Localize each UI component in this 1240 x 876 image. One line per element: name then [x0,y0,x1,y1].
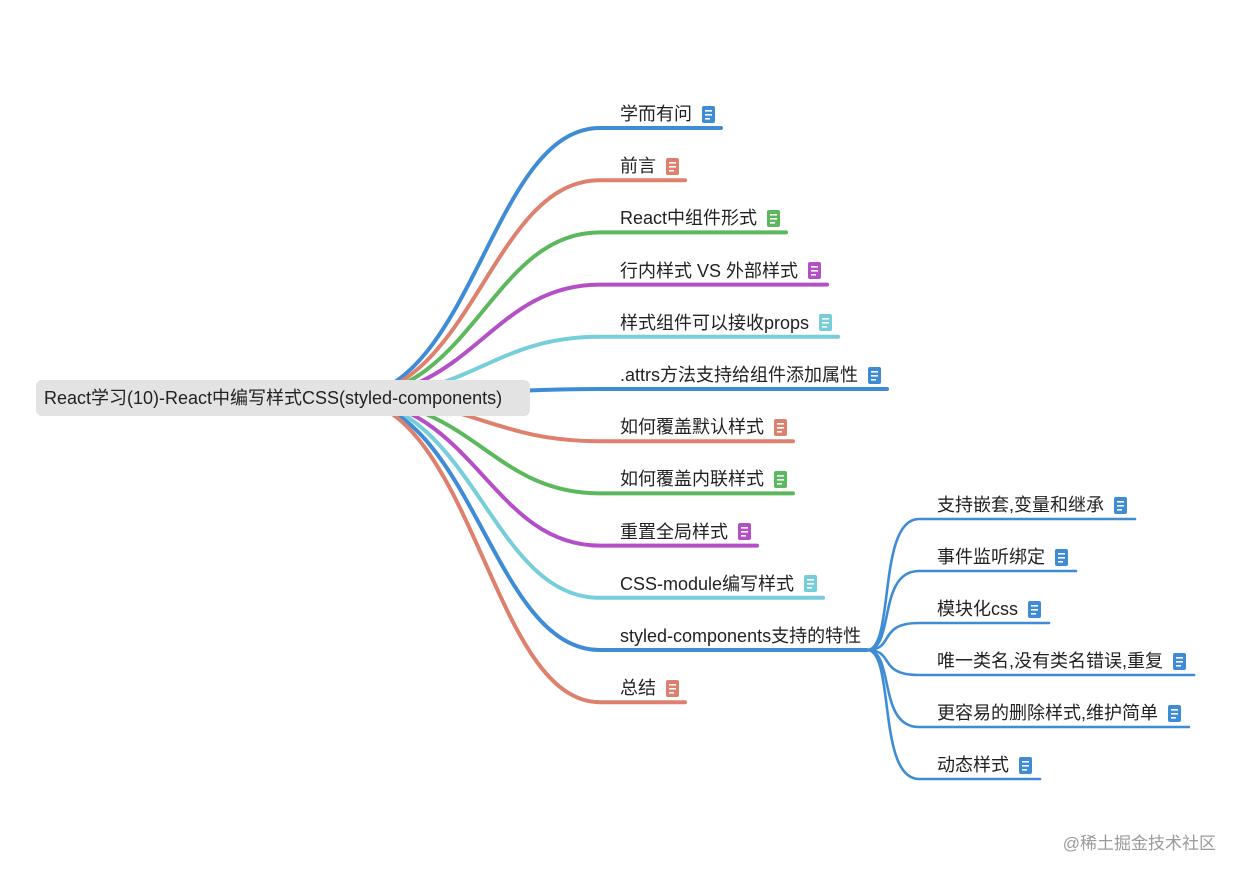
sub-topic-6-label: 动态样式 [937,755,1009,775]
branch-topic-12[interactable]: 总结 [620,676,679,700]
sub-topic-5[interactable]: 更容易的删除样式,维护简单 [937,701,1181,725]
sub-topic-2[interactable]: 事件监听绑定 [937,545,1068,569]
sub-connector-2 [865,569,1078,652]
sub-topic-1[interactable]: 支持嵌套,变量和继承 [937,493,1128,517]
note-icon[interactable] [1173,652,1187,670]
sub-topic-5-label: 更容易的删除样式,维护简单 [937,703,1158,723]
branch-topic-11-label: styled-components支持的特性 [620,626,862,646]
branch-topic-7-label: 如何覆盖默认样式 [620,417,764,438]
branch-topic-5[interactable]: 样式组件可以接收props [620,311,833,335]
sub-topic-4-label: 唯一类名,没有类名错误,重复 [937,651,1164,671]
branch-topic-10-label: CSS-module编写样式 [620,573,795,594]
branch-topic-3-label: React中组件形式 [620,208,758,229]
branch-topic-2[interactable]: 前言 [620,154,679,178]
sub-connector-6 [865,648,1042,781]
sub-topic-6[interactable]: 动态样式 [937,753,1032,777]
branch-topic-4-label: 行内样式 VS 外部样式 [620,260,799,281]
root-topic-label: React学习(10)-React中编写样式CSS(styled-compone… [44,388,503,408]
branch-connector-11 [342,396,870,652]
note-icon[interactable] [738,523,751,541]
branch-topic-11[interactable]: styled-components支持的特性 [620,624,861,648]
note-icon[interactable] [808,262,822,280]
branch-topic-1[interactable]: 学而有问 [620,102,715,126]
note-icon[interactable] [774,470,787,488]
branch-topic-4[interactable]: 行内样式 VS 外部样式 [620,259,822,283]
branch-topic-9[interactable]: 重置全局样式 [620,520,751,544]
branch-topic-8[interactable]: 如何覆盖内联样式 [620,467,787,491]
sub-topic-2-label: 事件监听绑定 [937,547,1045,567]
branch-topic-3[interactable]: React中组件形式 [620,206,781,230]
note-icon[interactable] [1114,496,1128,514]
branch-topic-12-label: 总结 [620,678,656,699]
note-icon[interactable] [1168,704,1181,722]
sub-topic-3[interactable]: 模块化css [937,597,1041,621]
sub-connector-3 [865,621,1051,652]
watermark: @稀土掘金技术社区 [1062,834,1216,853]
sub-topic-3-label: 模块化css [937,599,1018,619]
note-icon[interactable] [819,314,833,332]
branch-topic-1-label: 学而有问 [620,104,692,124]
branch-topic-10[interactable]: CSS-module编写样式 [620,572,818,596]
note-icon[interactable] [1019,756,1032,774]
branch-topic-9-label: 重置全局样式 [620,521,728,542]
note-icon[interactable] [702,105,715,123]
root-topic[interactable]: React学习(10)-React中编写样式CSS(styled-compone… [36,380,530,416]
note-icon[interactable] [774,418,787,436]
branch-topic-8-label: 如何覆盖内联样式 [620,469,764,490]
note-icon[interactable] [1055,548,1068,566]
note-icon[interactable] [1028,600,1041,618]
note-icon[interactable] [767,209,781,227]
sub-topic-4[interactable]: 唯一类名,没有类名错误,重复 [937,649,1187,673]
note-icon[interactable] [868,366,882,384]
branch-topic-2-label: 前言 [620,156,656,177]
sub-connector-4 [865,648,1196,677]
note-icon[interactable] [666,679,679,697]
branch-topic-7[interactable]: 如何覆盖默认样式 [620,415,787,439]
note-icon[interactable] [804,575,818,593]
sub-topic-1-label: 支持嵌套,变量和继承 [937,495,1105,515]
branch-topic-5-label: 样式组件可以接收props [620,312,810,333]
branch-topic-6[interactable]: .attrs方法支持给组件添加属性 [620,363,882,387]
note-icon[interactable] [666,157,679,175]
sub-connector-1 [865,517,1137,652]
branch-topic-6-label: .attrs方法支持给组件添加属性 [620,365,859,385]
